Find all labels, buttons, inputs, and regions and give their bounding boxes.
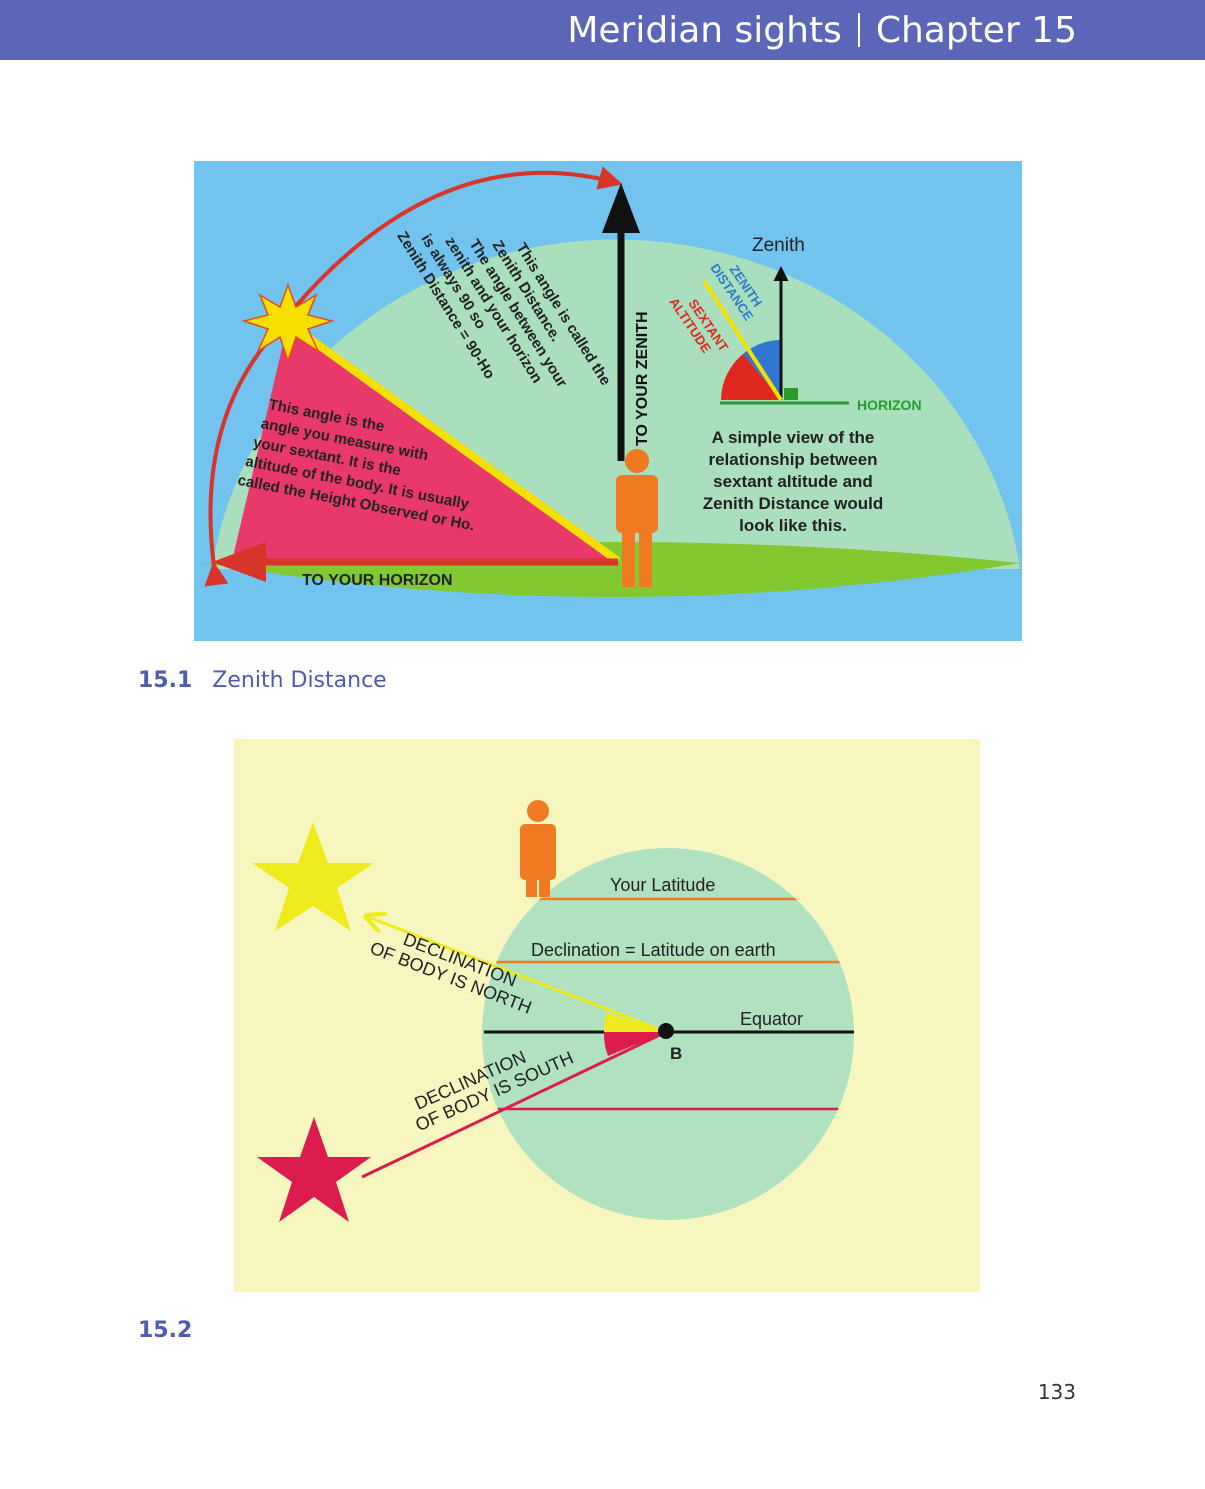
figure-2-number: 15.2: [138, 1318, 193, 1343]
south-body-ray: [361, 1030, 667, 1179]
horizon-arrow-head: [212, 542, 266, 582]
declination-latitude-label: Declination = Latitude on earth: [531, 940, 776, 960]
figure-1-svg: TO YOUR ZENITH This angle is called the …: [194, 161, 1022, 641]
observer-person-icon-2: [520, 800, 556, 897]
observer-person-icon: [616, 449, 658, 587]
figure-declination: Your Latitude Declination = Latitude on …: [234, 739, 980, 1292]
page-number: 133: [1037, 1380, 1076, 1404]
header-text: Meridian sights Chapter 15: [567, 4, 1077, 56]
zenith-distance-arc: [274, 166, 623, 329]
right-angle-marker: [784, 388, 798, 400]
inset-zenith-label: Zenith: [752, 235, 805, 256]
sun-icon: [241, 282, 335, 364]
to-your-horizon-label: TO YOUR HORIZON: [302, 572, 453, 589]
page-header: Meridian sights Chapter 15: [0, 0, 1205, 60]
your-latitude-label: Your Latitude: [610, 875, 715, 895]
north-body-ray: [368, 917, 667, 1034]
equator-label: Equator: [740, 1009, 803, 1029]
inset-horizon-label: HORIZON: [857, 397, 922, 413]
inset-sight-line: [702, 279, 783, 402]
simple-view-line-3: sextant altitude and: [713, 472, 873, 491]
simple-view-line-1: A simple view of the: [712, 428, 875, 447]
sight-line: [285, 319, 621, 565]
figure-1-caption: 15.1 Zenith Distance: [138, 668, 387, 693]
south-star-icon: [257, 1117, 371, 1222]
sextant-altitude-wedge: [721, 354, 781, 400]
simple-view-line-2: relationship between: [708, 450, 877, 469]
point-b-label: B: [670, 1044, 682, 1063]
header-chapter: Chapter 15: [875, 9, 1077, 51]
header-section: Meridian sights: [567, 9, 842, 51]
height-observed-wedge: [232, 323, 618, 561]
figure-1-number: 15.1: [138, 668, 193, 693]
figure-2-caption: 15.2: [138, 1318, 212, 1343]
figure-1-title: Zenith Distance: [212, 668, 387, 693]
figure-zenith-distance: TO YOUR ZENITH This angle is called the …: [194, 161, 1022, 641]
simple-view-text: A simple view of the relationship betwee…: [703, 428, 883, 535]
figure-2-labels: Your Latitude Declination = Latitude on …: [531, 875, 803, 1063]
figure-2-svg: Your Latitude Declination = Latitude on …: [234, 739, 980, 1292]
simple-view-line-5: look like this.: [739, 516, 847, 535]
header-separator: [857, 13, 860, 47]
north-star-icon: [252, 822, 374, 931]
simple-view-line-4: Zenith Distance would: [703, 494, 883, 513]
zenith-arrow-head: [602, 183, 640, 233]
point-b-marker: [658, 1023, 674, 1039]
to-your-zenith-label: TO YOUR ZENITH: [634, 311, 651, 446]
